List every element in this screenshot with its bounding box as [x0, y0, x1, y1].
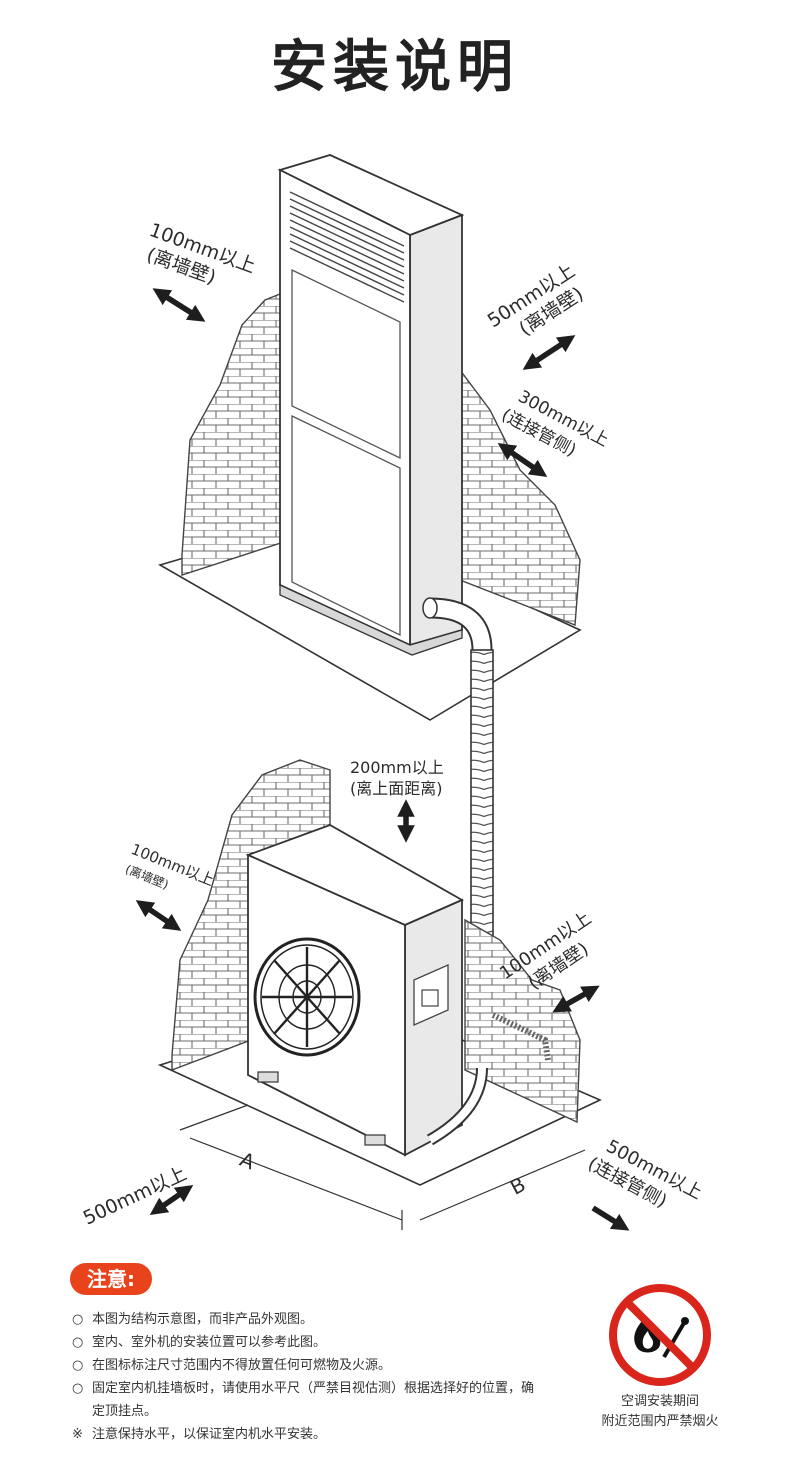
fan-icon [253, 937, 361, 1057]
notice-text: 固定室内机挂墙板时，请使用水平尺（严禁目视估测）根据选择好的位置，确定顶挂点。 [92, 1381, 535, 1419]
indoor-right-clearance-label: 50mm以上 (离墙壁) [484, 260, 588, 341]
outdoor-top-clearance-label: 200mm以上 (离上面距离) [350, 758, 444, 798]
clearance-arrows [135, 288, 630, 1231]
caution-line-1: 空调安装期间 [620, 1394, 699, 1409]
notice-text: 在图标标注尺寸范围内不得放置任何可燃物及火源。 [92, 1358, 392, 1373]
notice-text: 室内、室外机的安装位置可以参考此图。 [92, 1335, 327, 1350]
notice-item: ○ 本图为结构示意图，而非产品外观图。 [70, 1308, 540, 1331]
dimension-a-label: A [236, 1147, 258, 1174]
installation-diagram: 100mm以上 (离墙壁) 50mm以上 (离墙壁) 300mm以上 (连接管侧… [80, 154, 706, 1231]
notice-text: 注意保持水平，以保证室内机水平安装。 [92, 1427, 327, 1442]
bullet-mark: ○ [72, 1312, 84, 1327]
notice-item: ※ 注意保持水平，以保证室内机水平安装。 [70, 1423, 540, 1446]
dimension-b-label: B [506, 1172, 529, 1200]
caution-line-2: 附近范围内严禁烟火 [601, 1414, 719, 1429]
bullet-mark: ○ [72, 1335, 84, 1350]
no-fire-sign-icon [609, 1284, 711, 1386]
svg-text:200mm以上: 200mm以上 [350, 758, 444, 777]
notice-item: ○ 固定室内机挂墙板时，请使用水平尺（严禁目视估测）根据选择好的位置，确定顶挂点。 [70, 1377, 540, 1423]
bullet-mark: ※ [72, 1427, 83, 1442]
notice-badge: 注意: [70, 1263, 152, 1295]
notice-item: ○ 室内、室外机的安装位置可以参考此图。 [70, 1331, 540, 1354]
svg-text:(离上面距离): (离上面距离) [350, 779, 443, 798]
outdoor-left-clearance-label: 100mm以上 (离墙壁) [123, 840, 216, 892]
caution-text: 空调安装期间 附近范围内严禁烟火 [575, 1392, 745, 1432]
bullet-mark: ○ [72, 1358, 84, 1373]
notice-text: 本图为结构示意图，而非产品外观图。 [92, 1312, 314, 1327]
notice-item: ○ 在图标标注尺寸范围内不得放置任何可燃物及火源。 [70, 1354, 540, 1377]
page-title: 安装说明 [271, 35, 519, 100]
outdoor-scene [157, 759, 602, 1230]
indoor-scene [157, 154, 582, 721]
bullet-mark: ○ [72, 1381, 84, 1396]
notice-list: ○ 本图为结构示意图，而非产品外观图。 ○ 室内、室外机的安装位置可以参考此图。 ○… [70, 1308, 540, 1446]
indoor-left-clearance-label: 100mm以上 (离墙壁) [144, 219, 259, 289]
